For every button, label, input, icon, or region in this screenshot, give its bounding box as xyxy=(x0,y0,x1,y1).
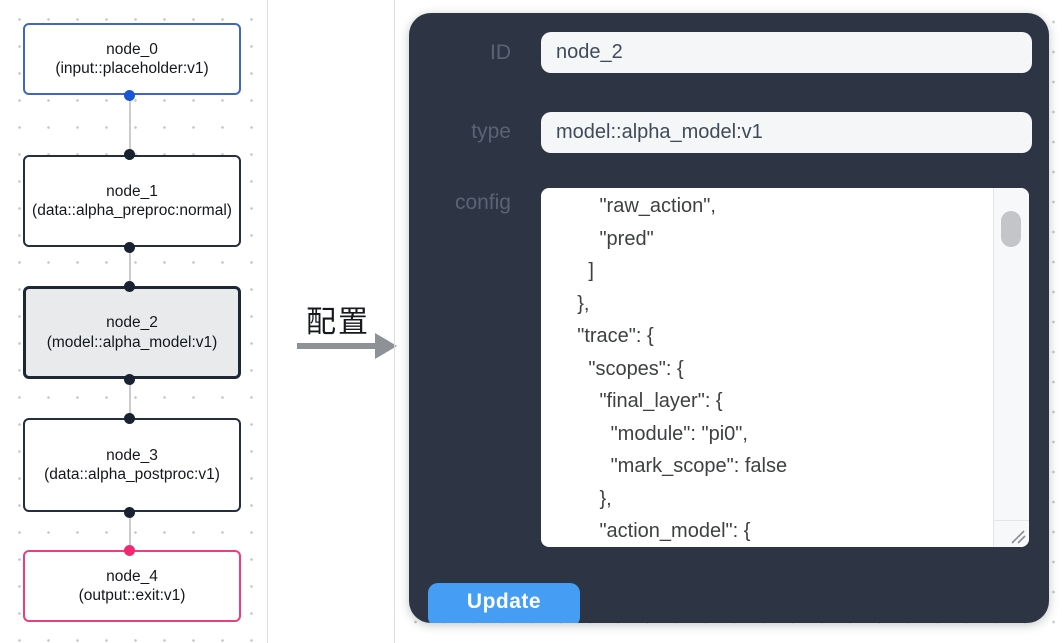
arrow-icon xyxy=(297,343,375,349)
edge-node2-node3 xyxy=(129,379,131,418)
port-node1-output[interactable] xyxy=(124,242,135,253)
flow-canvas[interactable]: node_0 (input::placeholder:v1) node_1 (d… xyxy=(0,0,268,643)
node-subtitle: (data::alpha_preproc:normal) xyxy=(32,202,232,219)
type-field-label: type xyxy=(471,120,511,143)
config-editor[interactable]: "raw_action", "pred" ] }, "trace": { "sc… xyxy=(541,188,1029,547)
port-node0-output[interactable] xyxy=(124,90,135,101)
port-node2-input[interactable] xyxy=(124,281,135,292)
flow-node-node_0[interactable]: node_0 (input::placeholder:v1) xyxy=(23,23,241,95)
flow-node-node_4[interactable]: node_4 (output::exit:v1) xyxy=(23,550,241,622)
arrow-head-icon xyxy=(375,333,397,359)
edge-node3-node4 xyxy=(129,512,131,550)
config-json-text[interactable]: "raw_action", "pred" ] }, "trace": { "sc… xyxy=(577,195,788,542)
port-node3-input[interactable] xyxy=(124,413,135,424)
flow-node-node_1[interactable]: node_1 (data::alpha_preproc:normal) xyxy=(23,155,241,247)
flow-node-node_2-selected[interactable]: node_2 (model::alpha_model:v1) xyxy=(23,286,241,379)
config-scrollbar-track[interactable] xyxy=(993,188,1029,520)
update-button[interactable]: Update xyxy=(428,583,580,623)
node-title: node_0 xyxy=(106,40,158,58)
config-field-label: config xyxy=(454,191,511,214)
port-node4-input[interactable] xyxy=(124,545,135,556)
config-scrollbar-thumb[interactable] xyxy=(1001,211,1021,247)
node-config-panel: ID type config "raw_action", "pred" ] },… xyxy=(409,13,1049,623)
id-input[interactable] xyxy=(541,32,1032,73)
node-title: node_4 xyxy=(106,567,158,585)
flow-node-node_3[interactable]: node_3 (data::alpha_postproc:v1) xyxy=(23,418,241,512)
transition-label: 配置 xyxy=(306,306,370,339)
config-canvas: ID type config "raw_action", "pred" ] },… xyxy=(394,0,1062,643)
edge-node1-node2 xyxy=(129,247,131,286)
resize-grip-icon xyxy=(1011,530,1026,544)
node-title: node_2 xyxy=(106,314,158,331)
edge-node0-node1 xyxy=(129,95,131,155)
node-subtitle: (model::alpha_model:v1) xyxy=(46,333,218,351)
port-node2-output[interactable] xyxy=(124,374,135,385)
port-node1-input[interactable] xyxy=(124,149,135,160)
node-title: node_1 xyxy=(106,182,158,200)
node-subtitle: (output::exit:v1) xyxy=(78,587,186,604)
node-subtitle: (data::alpha_postproc:v1) xyxy=(44,466,220,483)
node-title: node_3 xyxy=(106,446,158,464)
port-node3-output[interactable] xyxy=(124,507,135,518)
type-input[interactable] xyxy=(541,112,1032,153)
config-resize-handle[interactable] xyxy=(993,520,1029,547)
node-subtitle: (input::placeholder:v1) xyxy=(55,60,209,77)
id-field-label: ID xyxy=(490,41,511,64)
